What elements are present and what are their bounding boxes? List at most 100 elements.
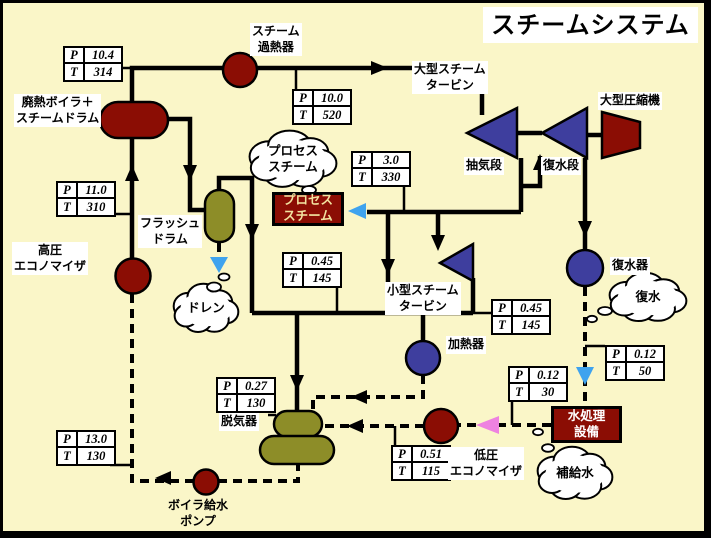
t-value: 145 [521,317,541,332]
t-value: 145 [312,270,332,285]
p-value: 0.45 [513,301,549,317]
label-large-turbine: 大型スチーム タービン [412,61,488,95]
arrow-right-main-steam [371,61,388,75]
flash-drum-shape [203,188,236,244]
label-boiler-drum: 廃熱ボイラ＋ スチームドラム [14,94,102,128]
cloud-text-drain: ドレン [187,301,225,315]
box-line: 設備 [573,424,599,439]
label-line: エコノマイザ [450,463,523,478]
lp-economizer-shape [422,407,460,445]
label-line: ボイラ給水 [168,498,229,512]
p-label: P [294,91,314,107]
t-label: T [393,463,413,479]
p-label: P [607,347,627,363]
arrow-down-small-turbine [431,235,445,251]
box-line: 水処理 [567,408,606,423]
pt-table-extraction-steam: P 3.0 T 330 [351,151,411,187]
label-large-compressor: 大型圧縮機 [598,92,663,110]
label-lp-economizer: 低圧 エコノマイザ [448,447,525,481]
pt-table-treated-water: P 0.12 T 30 [508,366,568,402]
t-value: 130 [86,448,106,463]
small-turbine-shape [437,241,475,284]
p-label: P [65,48,85,64]
diagram-title: スチームシステム [483,7,698,43]
arrow-up-drum-feed [125,165,139,181]
pt-table-lp-header: P 0.45 T 145 [282,252,342,288]
deaerator-bottom-shape [258,434,336,466]
t-label: T [607,363,627,379]
pt-table-condensate: P 0.12 T 50 [605,345,665,381]
t-value: 130 [246,395,266,410]
label-line: タービン [398,298,447,313]
t-value: 314 [93,64,113,79]
label-line: 高圧 [38,243,63,257]
label-line: 廃熱ボイラ＋ [21,95,94,109]
arrow-left-heater-drain [351,390,367,404]
arrow-down-letdown [381,259,395,275]
t-value: 30 [541,384,555,399]
pt-table-superheater-out: P 10.0 T 520 [292,89,352,125]
label-boiler-feed-pump: ボイラ給水 ポンプ [166,497,230,530]
boiler-feed-pump-shape [192,468,220,496]
p-value: 10.4 [85,48,121,64]
heater-shape [404,339,442,377]
t-label: T [65,64,85,80]
condensate-cloud [608,271,688,323]
t-label: T [493,317,513,333]
t-label: T [218,395,238,411]
p-value: 3.0 [373,153,409,169]
pt-table-boiler-steam: P 10.4 T 314 [63,46,123,82]
p-value: 0.12 [627,347,663,363]
arrow-cyan-drain [210,257,228,273]
line-pump-to-hpecon [130,293,194,483]
p-value: 10.0 [314,91,350,107]
t-value: 115 [421,463,441,478]
bubble [541,443,555,453]
label-heater: 加熱器 [446,336,487,354]
deaerator-top-shape [272,409,324,439]
t-value: 520 [322,107,342,122]
p-value: 0.51 [413,447,449,463]
cloud-text-makeup-water: 補給水 [556,466,594,480]
t-label: T [284,270,304,286]
t-label: T [58,448,78,464]
p-label: P [218,379,238,395]
pipe-drum-to-flashdrum [168,116,206,213]
bubble [532,427,544,437]
line-heater-drain [311,375,425,410]
process-steam-cloud [248,129,338,188]
arrow-left-pump [155,471,171,485]
water-treatment-box: 水処理 設備 [551,406,622,443]
label-line: 過熱器 [257,39,294,54]
t-value: 330 [381,169,401,184]
p-label: P [493,301,513,317]
arrow-pink-treated-water [476,416,499,434]
arrow-down-condenser [578,221,592,237]
label-line: タービン [425,77,474,92]
label-hp-economizer: 高圧 エコノマイザ [12,242,89,276]
process-steam-box: プロセス スチーム [272,192,344,226]
p-label: P [353,153,373,169]
t-label: T [58,199,78,215]
pt-table-turbine-exhaust: P 0.45 T 145 [491,299,551,335]
p-value: 11.0 [78,183,114,199]
label-condenser: 復水器 [610,257,651,275]
label-condensing-stage: 復水段 [541,157,582,175]
large-compressor-shape [600,110,642,160]
bubble [586,314,598,324]
label-line: 低圧 [474,448,499,462]
label-line: 小型スチーム [387,283,459,297]
t-label: T [353,169,373,185]
arrow-cyan-process-steam [348,203,366,219]
p-value: 0.12 [530,368,566,384]
t-value: 50 [638,363,652,378]
label-small-turbine: 小型スチーム タービン [385,282,461,316]
condenser-shape [565,248,605,288]
bubble [206,281,222,293]
t-label: T [294,107,314,123]
label-line: 大型スチーム [414,62,486,76]
pt-table-hp-econ-out: P 11.0 T 310 [56,181,116,217]
makeup-water-cloud [536,445,614,500]
label-extraction-stage: 抽気段 [464,157,505,175]
